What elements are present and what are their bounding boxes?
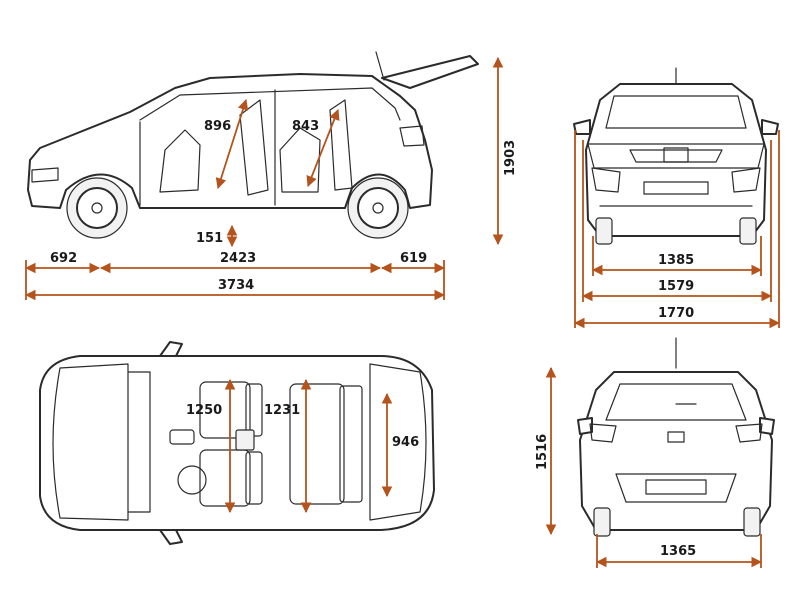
front-overhang-label: 692 (50, 251, 77, 266)
side-view-car (27, 51, 479, 239)
rear-track-label: 1365 (660, 544, 696, 559)
wheelbase-label: 2423 (220, 251, 256, 266)
front-elbow-width-label: 1250 (186, 403, 222, 418)
front-view-dimensions (573, 130, 781, 329)
overall-length-label: 3734 (218, 278, 254, 293)
body-width-label: 1579 (658, 279, 694, 294)
height-label: 1903 (503, 140, 518, 176)
front-legroom-label: 896 (204, 119, 231, 134)
top-view-dimensions (224, 378, 393, 514)
top-view-labels: 1250 1231 946 (186, 403, 419, 450)
rear-elbow-width-label: 1231 (264, 403, 300, 418)
top-view-car (39, 341, 435, 545)
rear-view-car (577, 337, 775, 537)
front-view-labels: 1385 1579 1770 (658, 253, 694, 321)
mirror-width-label: 1770 (658, 306, 694, 321)
side-view-dimensions (24, 56, 504, 301)
boot-width-label: 946 (392, 435, 419, 450)
side-view-labels: 896 843 151 1903 692 2423 619 3734 (50, 119, 518, 293)
rear-legroom-label: 843 (292, 119, 319, 134)
ground-clearance-label: 151 (196, 231, 223, 246)
rear-overhang-label: 619 (400, 251, 427, 266)
front-view-car (573, 67, 779, 245)
rear-view-dimensions (545, 366, 763, 568)
front-track-label: 1385 (658, 253, 694, 268)
rear-height-label: 1516 (535, 434, 550, 470)
rear-view-labels: 1516 1365 (535, 434, 696, 559)
